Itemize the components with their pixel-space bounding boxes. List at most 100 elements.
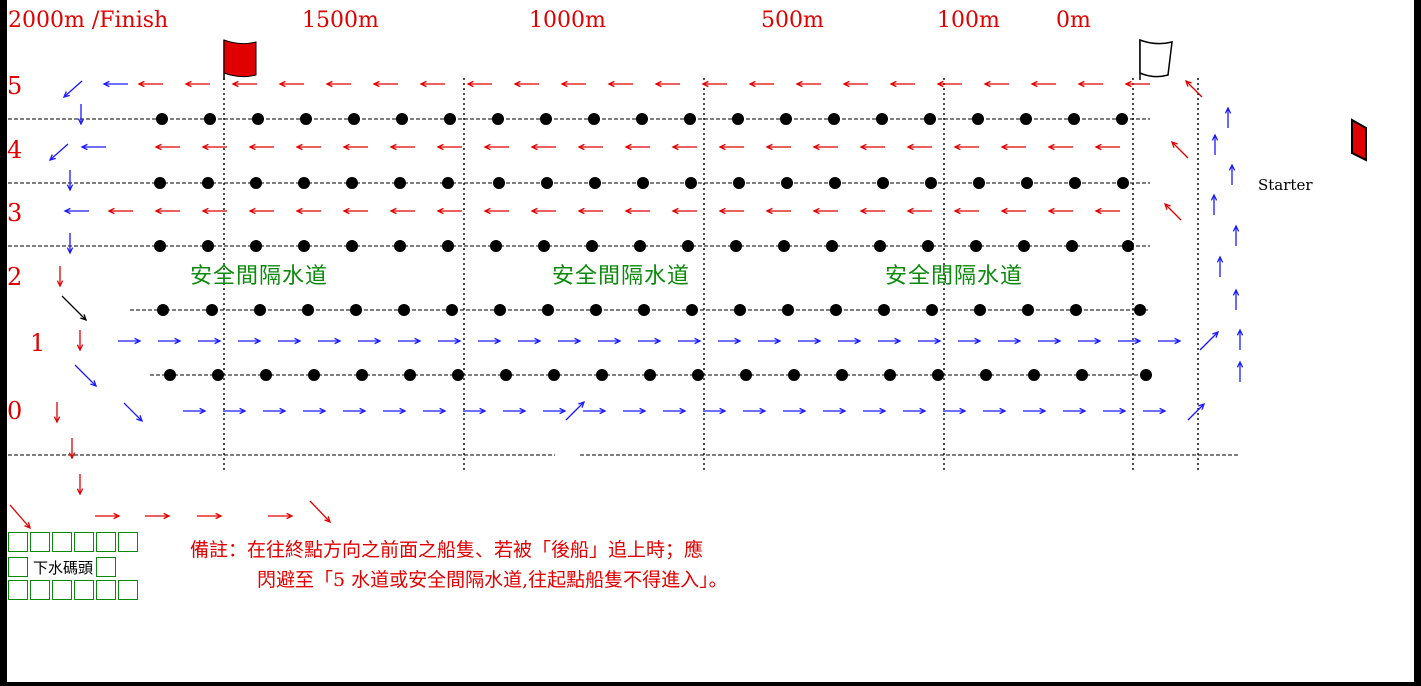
buoy [685,177,697,189]
buoy [974,304,986,316]
race-arrow [463,407,487,415]
up-arrow [1210,193,1218,215]
buoy [446,304,458,316]
buoy [541,177,553,189]
race-arrow [278,337,302,345]
buoy [252,113,264,125]
race-arrow [878,337,902,345]
race-arrow [158,337,182,345]
return-arrow [953,143,979,151]
buoy [1076,369,1088,381]
return-arrow [295,207,321,215]
buoy [444,113,456,125]
return-arrow [184,80,210,88]
return-arrow [389,207,415,215]
buoy [1070,304,1082,316]
race-arrow [1063,407,1087,415]
return-arrow [671,143,697,151]
return-arrow [936,80,962,88]
buoy [733,177,745,189]
distance-label-100m: 100m [937,8,1000,33]
launch-dock: 下水碼頭 [8,532,140,604]
buoy [782,304,794,316]
buoy [346,240,358,252]
buoy [636,113,648,125]
race-arrow [943,407,967,415]
return-arrow [63,207,89,215]
buoy [980,369,992,381]
buoy [154,177,166,189]
race-arrow [423,407,447,415]
return-arrow [154,207,180,215]
dock-cell [30,580,50,600]
return-arrow [983,80,1009,88]
buoy [586,240,598,252]
buoy [686,304,698,316]
return-arrow [513,80,539,88]
buoy [925,177,937,189]
buoy [394,240,406,252]
race-arrow [663,407,687,415]
turn-arrow [9,504,31,530]
turn-arrow [123,402,144,423]
buoy [836,369,848,381]
buoy [588,113,600,125]
race-arrow [598,337,622,345]
starter-flag-icon [1351,118,1367,162]
buoy [348,113,360,125]
return-arrow [248,143,274,151]
buoy [442,240,454,252]
buoy [250,177,262,189]
buoy [780,113,792,125]
dock-cell [118,532,138,552]
return-arrow [1030,80,1056,88]
down-arrow [53,402,61,424]
buoy [1022,304,1034,316]
buoy [732,113,744,125]
buoy [356,369,368,381]
buoy [826,240,838,252]
buoy [452,369,464,381]
up-arrow [1232,288,1240,310]
buoy [206,304,218,316]
return-arrow [295,143,321,151]
race-arrow [183,407,207,415]
lane-number-1: 1 [30,329,46,357]
exit-arrow [1187,402,1206,421]
frame-right-border [1414,0,1421,686]
down-arrow [66,170,74,192]
buoy [1018,240,1030,252]
buoy [493,177,505,189]
up-arrow [1236,360,1244,382]
buoy [404,369,416,381]
return-arrow [530,143,556,151]
buoy [1028,369,1040,381]
race-arrow [198,337,222,345]
buoy [1117,177,1129,189]
launch-arrow [197,512,223,520]
buoy [302,304,314,316]
buoy [490,240,502,252]
return-arrow [389,143,415,151]
buoy [164,369,176,381]
note-line-1: 備註：在往終點方向之前面之船隻、若被「後船」追上時；應 [190,539,704,561]
note-line-2: 閃避至「5 水道或安全間隔水道,往起點船隻不得進入」。 [257,569,728,591]
buoy [538,240,550,252]
race-arrow [1158,337,1182,345]
race-arrow [478,337,502,345]
buoy [634,240,646,252]
race-arrow [118,337,142,345]
return-arrow [248,207,274,215]
lane-number-5: 5 [7,72,23,100]
buoy [828,113,840,125]
down-arrow [56,266,64,288]
buoy [740,369,752,381]
buoy [922,240,934,252]
return-arrow [560,80,586,88]
buoy [548,369,560,381]
distance-label-2000m-finish: 2000m /Finish [8,8,169,33]
return-arrow [436,143,462,151]
race-arrow [318,337,342,345]
return-arrow [372,80,398,88]
safety-lane-label-3: 安全間隔水道 [885,264,1024,289]
